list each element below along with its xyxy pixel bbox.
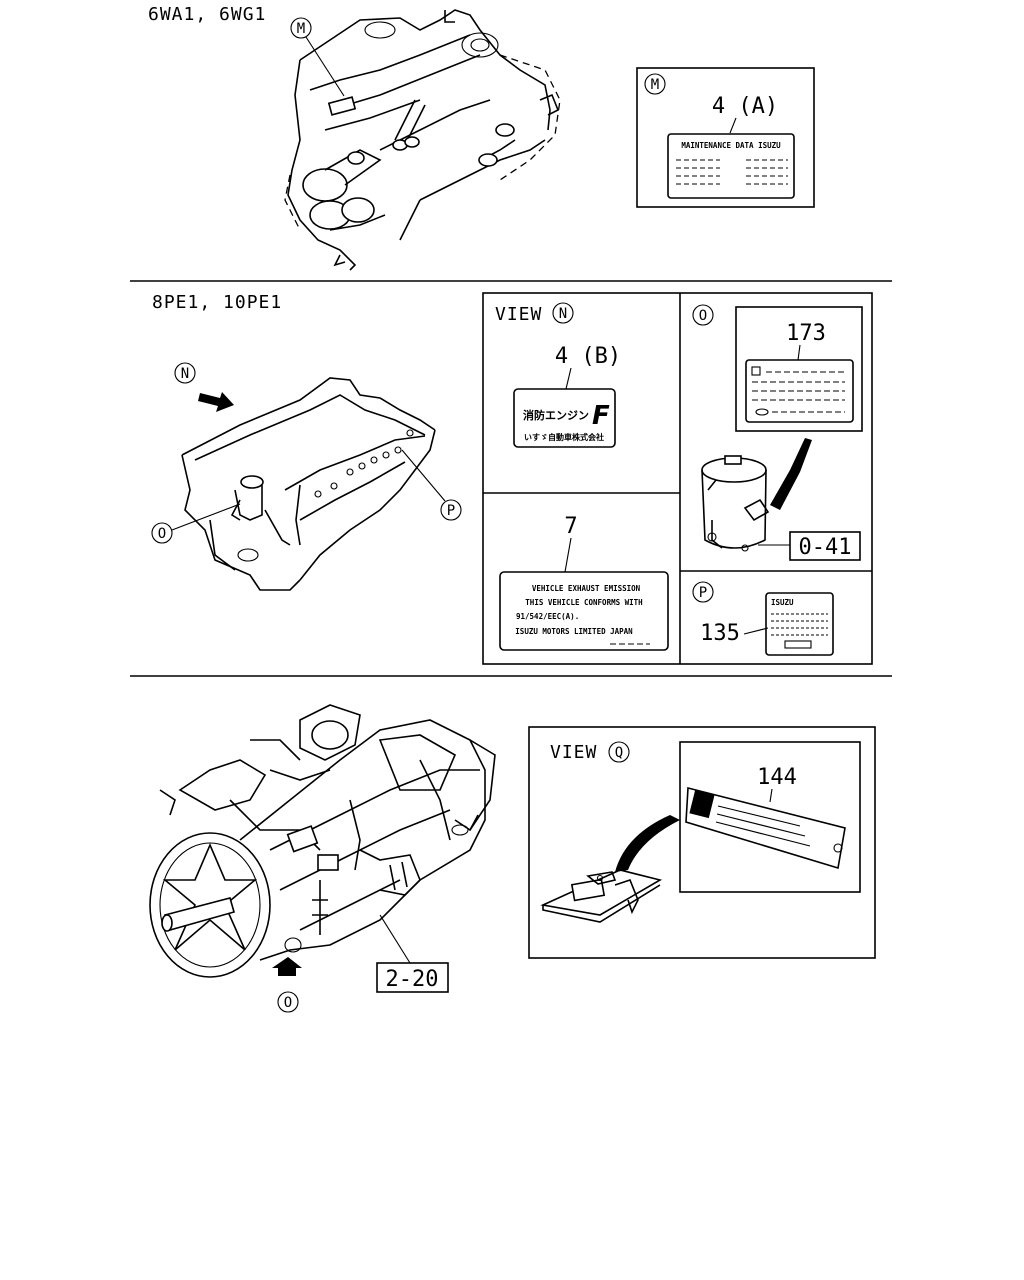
label-fire-engine-jp: 消防エンジン	[523, 408, 589, 422]
view-q-title: VIEW	[550, 742, 597, 763]
svg-text:2-20: 2-20	[386, 967, 439, 992]
part-no-135: 135	[700, 621, 740, 646]
panel-m: M 4 (A) MAINTENANCE DATA ISUZU	[636, 67, 815, 208]
svg-text:M: M	[651, 77, 659, 93]
view-arrow-n	[198, 392, 234, 412]
svg-text:THIS VEHICLE CONFORMS WITH: THIS VEHICLE CONFORMS WITH	[525, 598, 643, 607]
engine-6wa1-drawing	[284, 9, 561, 271]
section-bottom: O 2-20 VIEW Q 144	[149, 704, 876, 1013]
label-fire-engine-f: F	[592, 401, 610, 431]
engine-8pe1-drawing	[181, 377, 436, 591]
model-label-8pe1: 8PE1, 10PE1	[152, 292, 282, 313]
panel-o: O 173 0-41	[692, 304, 863, 561]
panel-7: 7 VEHICLE EXHAUST EMISSION THIS VEHICLE …	[499, 514, 669, 651]
part-no-7: 7	[564, 514, 577, 539]
svg-text:VEHICLE EXHAUST EMISSION: VEHICLE EXHAUST EMISSION	[532, 584, 641, 593]
view-n-title: VIEW	[495, 304, 542, 325]
callout-o-transmission: O	[272, 957, 302, 1013]
section-middle: 8PE1, 10PE1 N	[151, 292, 873, 665]
callout-p-engine: P	[401, 449, 462, 521]
part-no-173: 173	[786, 321, 826, 346]
svg-text:O: O	[699, 308, 707, 324]
callout-o-engine: O	[151, 503, 241, 544]
ref-box-0-41: 0-41	[799, 535, 852, 560]
svg-text:N: N	[559, 306, 567, 322]
ref-box-2-20: 2-20	[376, 914, 449, 993]
svg-text:O: O	[284, 995, 292, 1011]
panel-view-n: VIEW N 4 (B) 消防エンジン F いすゞ自動車株式会社	[495, 302, 621, 448]
section-top: 6WA1, 6WG1	[148, 4, 815, 271]
panel-grid-middle	[482, 292, 873, 665]
part-no-4b: 4 (B)	[555, 344, 621, 369]
panel-view-q: VIEW Q 144	[528, 726, 876, 959]
part-no-144: 144	[757, 765, 797, 790]
label-isuzu-brand: ISUZU	[771, 598, 794, 607]
label-isuzu-jp: いすゞ自動車株式会社	[524, 432, 604, 442]
svg-text:ISUZU MOTORS LIMITED JAPAN: ISUZU MOTORS LIMITED JAPAN	[515, 627, 633, 636]
svg-text:P: P	[699, 585, 707, 601]
svg-text:P: P	[447, 503, 455, 519]
model-label-6wa1: 6WA1, 6WG1	[148, 4, 266, 25]
callout-n: N	[174, 362, 234, 412]
transmission-drawing	[149, 704, 496, 978]
svg-text:N: N	[181, 366, 189, 382]
svg-text:M: M	[297, 21, 305, 37]
view-arrow-q	[272, 957, 302, 976]
label-maintenance-data: MAINTENANCE DATA ISUZU	[681, 141, 781, 150]
svg-text:91/542/EEC(A).: 91/542/EEC(A).	[516, 612, 579, 621]
panel-p: P 135 ISUZU	[692, 581, 834, 656]
callout-m: M	[290, 17, 345, 97]
svg-text:Q: Q	[615, 745, 623, 761]
part-no-4a: 4 (A)	[712, 94, 778, 119]
svg-text:O: O	[158, 526, 166, 542]
